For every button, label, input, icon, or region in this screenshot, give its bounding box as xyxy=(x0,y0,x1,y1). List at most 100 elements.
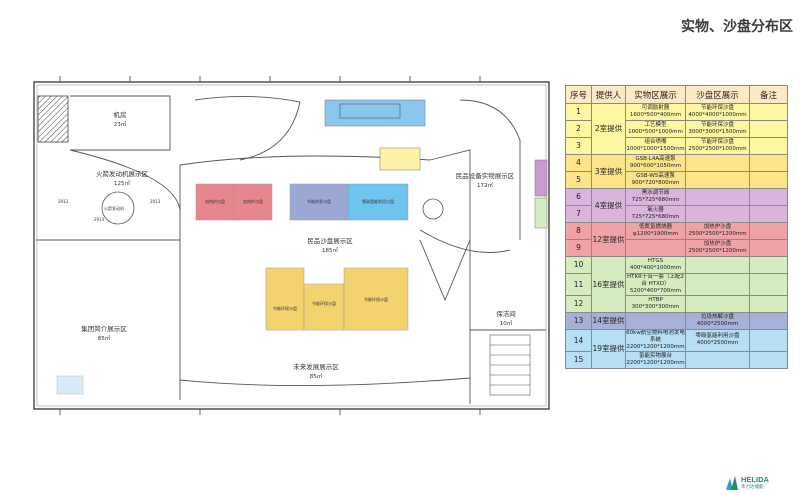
room-name-jituan: 集团简介展示区 xyxy=(81,324,127,333)
shaft-hatch xyxy=(37,95,69,143)
legend-shiwu: HTGS 400*400*1000mm xyxy=(625,256,686,274)
exhibit-2-shi xyxy=(324,99,426,127)
exhibit-16-shi xyxy=(534,197,548,229)
legend-num: 12 xyxy=(565,295,592,313)
legend-shiwu: 氢能实物展台 2200*1200*1200mm xyxy=(625,350,686,369)
room-name-baojie: 保洁间 xyxy=(496,309,516,318)
helida-logo-icon xyxy=(726,476,738,490)
legend-provider: 12室提供 xyxy=(591,222,626,257)
room-name-weilai: 未来发展展示区 xyxy=(293,362,339,371)
company-logo: HELIDA 禾力达储能 xyxy=(726,474,786,492)
legend-num: 5 xyxy=(565,171,592,189)
legend-provider: 2室提供 xyxy=(591,103,626,155)
legend-note xyxy=(749,137,788,155)
room-area-minpin-shiwu: 172㎡ xyxy=(477,181,493,189)
header-num: 序号 xyxy=(565,85,592,104)
legend-num: 15 xyxy=(565,350,592,369)
legend-shiwu xyxy=(625,239,686,257)
legend-note xyxy=(749,329,788,352)
booth-eco-1 xyxy=(265,267,305,331)
booth-label-7: 节能环保沙盘 xyxy=(364,296,388,302)
header-shiwu: 实物区展示 xyxy=(625,85,686,104)
booth-hydrogen xyxy=(347,183,409,221)
dim-note-right: 2913 xyxy=(150,199,161,204)
legend-note xyxy=(749,295,788,313)
room-area-huojian: 125㎡ xyxy=(114,179,130,187)
engine-note: 火箭发动机 xyxy=(104,205,124,211)
dim-note-lower: 2913 xyxy=(94,217,105,222)
legend-header-row: 序号 提供人 实物区展示 沙盘区展示 备注 xyxy=(565,85,788,104)
exhibit-3-shi xyxy=(379,147,421,171)
booth-label-2: 加热炉沙盘 xyxy=(243,198,263,204)
legend-note xyxy=(749,222,788,240)
legend-shapan xyxy=(685,273,750,296)
legend-provider: 3室提供 xyxy=(591,154,626,189)
legend-note xyxy=(749,154,788,172)
legend-num: 1 xyxy=(565,103,592,121)
legend-note xyxy=(749,273,788,296)
legend-shiwu: 黑水调节阀 725*725*680mm xyxy=(625,188,686,206)
legend-num: 11 xyxy=(565,273,592,296)
legend-shapan xyxy=(685,188,750,206)
booth-label-4: 零碳氢能利用沙盘 xyxy=(362,198,394,204)
floor-plan: 机房 23㎡ 火箭发动机展示区 125㎡ 集团简介展示区 85㎡ 民品沙盘展示区… xyxy=(33,76,550,415)
booth-eco-2 xyxy=(303,283,345,331)
logo-name: HELIDA xyxy=(741,475,769,484)
legend-shiwu: 低氮氢燃烧器 φ1200*1900mm xyxy=(625,222,686,240)
legend-shiwu: 60kw航空燃料电池发电系统 2200*1200*1200mm xyxy=(625,329,686,352)
outer-wall xyxy=(33,81,550,410)
header-provider: 提供人 xyxy=(591,85,626,104)
room-name-minpin-shiwu: 民品设备实物展示区 xyxy=(456,171,515,180)
legend-shiwu: HTKR十合一套（上配2台 HTXD）5200*400*700mm xyxy=(625,273,686,296)
legend-note xyxy=(749,171,788,189)
booth-furnace-2 xyxy=(233,183,273,221)
booth-heat-pump xyxy=(289,183,349,221)
logo-sub: 禾力达储能 xyxy=(741,485,764,490)
legend-num: 7 xyxy=(565,205,592,223)
legend-shapan xyxy=(685,205,750,223)
room-area-baojie: 10㎡ xyxy=(500,319,513,327)
legend-shiwu: 工艺模型 1000*500*1000mm xyxy=(625,120,686,138)
legend-shiwu: GSB-L4A高速泵 900*600*1050mm xyxy=(625,154,686,172)
dim-note-left: 2913 xyxy=(58,199,69,204)
legend-shapan xyxy=(685,154,750,172)
legend-shiwu: 氧火器 725*725*680mm xyxy=(625,205,686,223)
legend-shapan: 节能环保沙盘 2500*2500*1000mm xyxy=(685,137,750,155)
page-title: 实物、沙盘分布区 xyxy=(681,19,793,35)
legend-note xyxy=(749,312,788,330)
legend-note xyxy=(749,239,788,257)
legend-shiwu: HTBP 300*300*300mm xyxy=(625,295,686,313)
legend-shiwu: 可调励射器 1600*500*400mm xyxy=(625,103,686,121)
booth-label-3: 节能热泵沙盘 xyxy=(307,198,331,204)
legend-num: 10 xyxy=(565,256,592,274)
legend-shapan: 节能环保沙盘 4000*4000*1000mm xyxy=(685,103,750,121)
legend-shapan xyxy=(685,171,750,189)
legend-provider: 4室提供 xyxy=(591,188,626,223)
room-area-jituan: 85㎡ xyxy=(98,334,111,342)
legend-shapan: 零碳氢能利用沙盘 4000*2500mm xyxy=(685,329,750,352)
legend-shapan: 垃圾热解沙盘 4000*2500mm xyxy=(685,312,750,330)
legend-num: 13 xyxy=(565,312,592,330)
legend-shapan xyxy=(685,295,750,313)
legend-shapan xyxy=(685,256,750,274)
rocket-engine-circle xyxy=(101,191,135,225)
booth-label-1: 加热炉沙盘 xyxy=(205,198,225,204)
header-note: 备注 xyxy=(749,85,788,104)
legend-shapan: 加热炉沙盘 2500*2500*1200mm xyxy=(685,222,750,240)
booth-eco-3 xyxy=(343,267,409,331)
legend-shiwu: GSB-W5高速泵 900*720*800mm xyxy=(625,171,686,189)
legend-num: 9 xyxy=(565,239,592,257)
legend-note xyxy=(749,205,788,223)
legend-provider: 16室提供 xyxy=(591,256,626,313)
booth-furnace-1 xyxy=(195,183,235,221)
legend-shapan: 节能环保沙盘 3000*3000*1500mm xyxy=(685,120,750,138)
legend-shiwu: 组合喷嘴 1000*1000*1500mm xyxy=(625,137,686,155)
legend-note xyxy=(749,188,788,206)
room-area-weilai: 85㎡ xyxy=(310,372,323,380)
